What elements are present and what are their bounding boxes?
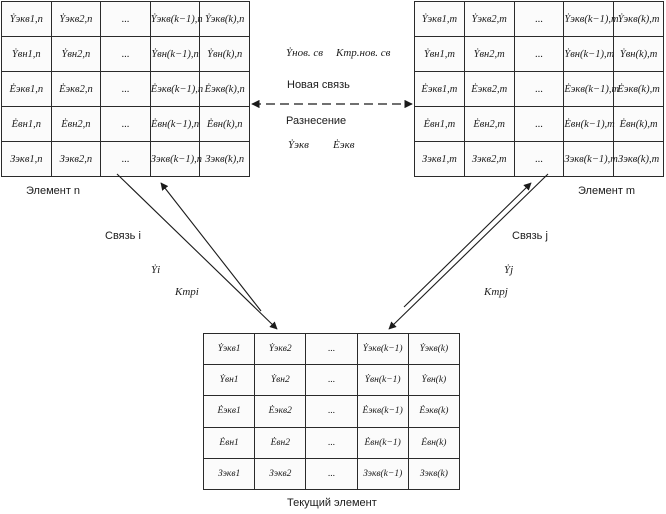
- link-i-admittance-label: Ẏi: [151, 264, 161, 276]
- element-n-cell: Ėэкв(k),n: [199, 71, 250, 107]
- element-m-cell: Ẏэкв2,m: [463, 1, 515, 37]
- element-n-cell: Ẏэкв(k),n: [199, 1, 250, 37]
- element-n-caption: Элемент n: [26, 185, 81, 197]
- current-element-cell: Ėэкв(k−1): [356, 395, 409, 428]
- element-m-cell: Ẏэкв(k),m: [613, 1, 664, 37]
- current-element-cell: Ẏвн2: [254, 364, 307, 397]
- link-i-ratio-label: Kтрi: [175, 286, 199, 298]
- link-j-admittance-label: Ẏj: [504, 264, 514, 276]
- link-i-up-arrow: [160, 182, 262, 312]
- current-element-cell: Ėэкв(k): [407, 395, 461, 428]
- equivalent-admittance-label: Ẏэкв: [288, 139, 309, 151]
- current-element-cell: Ẏэкв1: [202, 332, 256, 366]
- element-n-cell: Зэкв2,n: [50, 141, 102, 177]
- element-m-cell: Зэкв1,m: [414, 141, 465, 177]
- element-n-cell: Зэкв1,n: [1, 141, 52, 177]
- element-m-cell: Зэкв(k),m: [613, 141, 664, 177]
- link-j-ratio-label: Kтрj: [484, 286, 508, 298]
- link-j-down-arrow: [388, 173, 549, 330]
- current-element-cell: Ėвн1: [202, 426, 256, 459]
- element-m-cell: ...: [513, 141, 565, 177]
- element-n-cell: Ẏвн1,n: [1, 36, 52, 72]
- element-m-cell: Зэкв2,m: [463, 141, 515, 177]
- element-n-cell: Ẏэкв(k−1),n: [149, 1, 203, 37]
- element-n-cell: Ẏэкв1,n: [1, 1, 52, 37]
- element-n-cell: ...: [100, 141, 151, 177]
- element-n-cell: Зэкв(k),n: [199, 141, 250, 177]
- current-element-caption: Текущий элемент: [287, 497, 377, 509]
- element-n-cell: Зэкв(k−1),n: [149, 141, 202, 177]
- current-element-cell: Зэкв2: [254, 457, 307, 491]
- current-element-cell: Ẏвн(k−1): [356, 364, 409, 397]
- current-element-cell: ...: [305, 364, 358, 397]
- equivalent-emf-label: Ėэкв: [333, 139, 355, 151]
- new-link-ratio-label: Kтр.нов. св: [336, 47, 391, 59]
- current-element-cell: Ẏвн(k): [407, 364, 461, 397]
- element-m-cell: Ėвн(k),m: [613, 106, 664, 142]
- element-m-cell: Ẏэкв(k−1),m: [563, 1, 619, 37]
- new-link-admittance-label: Ẏнов. св: [286, 47, 324, 59]
- element-n-cell: Ėэкв2,n: [50, 71, 102, 107]
- element-n-cell: Ẏэкв2,n: [50, 1, 102, 37]
- element-n-cell: Ėэкв(k−1),n: [149, 71, 203, 107]
- element-n-cell: Ėвн2,n: [50, 106, 102, 142]
- current-element-cell: ...: [305, 395, 358, 428]
- current-element-cell: Ėвн2: [254, 426, 307, 459]
- element-m-cell: Ẏвн(k),m: [613, 36, 664, 72]
- link-i-down-arrow: [116, 173, 278, 330]
- element-m-cell: Ẏэкв1,m: [414, 1, 465, 37]
- element-m-cell: Ẏвн(k−1),m: [563, 36, 614, 72]
- element-n-cell: Ẏвн2,n: [50, 36, 102, 72]
- current-element-cell: Зэкв1: [202, 457, 256, 491]
- element-m-cell: Зэкв(k−1),m: [563, 141, 618, 177]
- new-link-label: Новая связь: [287, 79, 350, 91]
- current-element-cell: ...: [305, 457, 358, 491]
- element-m-cell: Ėэкв1,m: [414, 71, 465, 107]
- element-m-cell: ...: [513, 71, 565, 107]
- element-n-cell: Ėвн(k),n: [199, 106, 250, 142]
- element-m-cell: ...: [513, 36, 565, 72]
- link-j-label: Связь j: [512, 230, 548, 242]
- current-element-cell: Зэкв(k−1): [356, 457, 409, 491]
- element-m-caption: Элемент m: [578, 185, 636, 197]
- link-j-up-arrow: [403, 182, 532, 308]
- link-i-label: Связь i: [105, 230, 141, 242]
- element-n-cell: Ėвн1,n: [1, 106, 52, 142]
- current-element-cell: Зэкв(k): [407, 457, 461, 491]
- split-label: Разнесение: [286, 115, 347, 127]
